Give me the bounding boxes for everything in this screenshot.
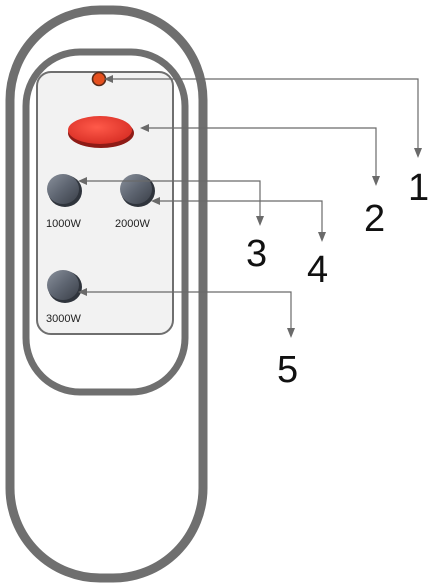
callout-number-5: 5 — [277, 349, 298, 391]
callout-number-4: 4 — [307, 249, 328, 291]
callout-number-1: 1 — [408, 167, 429, 209]
button-2000w-label: 2000W — [115, 218, 150, 230]
button-3000w-label: 3000W — [46, 313, 81, 325]
button-3000w[interactable] — [47, 270, 82, 303]
remote-body — [5, 5, 208, 583]
button-1000w[interactable] — [47, 174, 82, 207]
leader-line-1 — [104, 75, 422, 158]
leader-line-4 — [151, 197, 326, 242]
leader-line-5 — [78, 288, 295, 338]
callout-number-2: 2 — [364, 198, 385, 240]
leader-line-2 — [140, 124, 380, 186]
button-1000w-label: 1000W — [46, 218, 81, 230]
indicator-light — [91, 71, 107, 87]
leader-line-3 — [78, 177, 264, 226]
callout-number-3: 3 — [246, 233, 267, 275]
power-button[interactable] — [68, 116, 134, 148]
